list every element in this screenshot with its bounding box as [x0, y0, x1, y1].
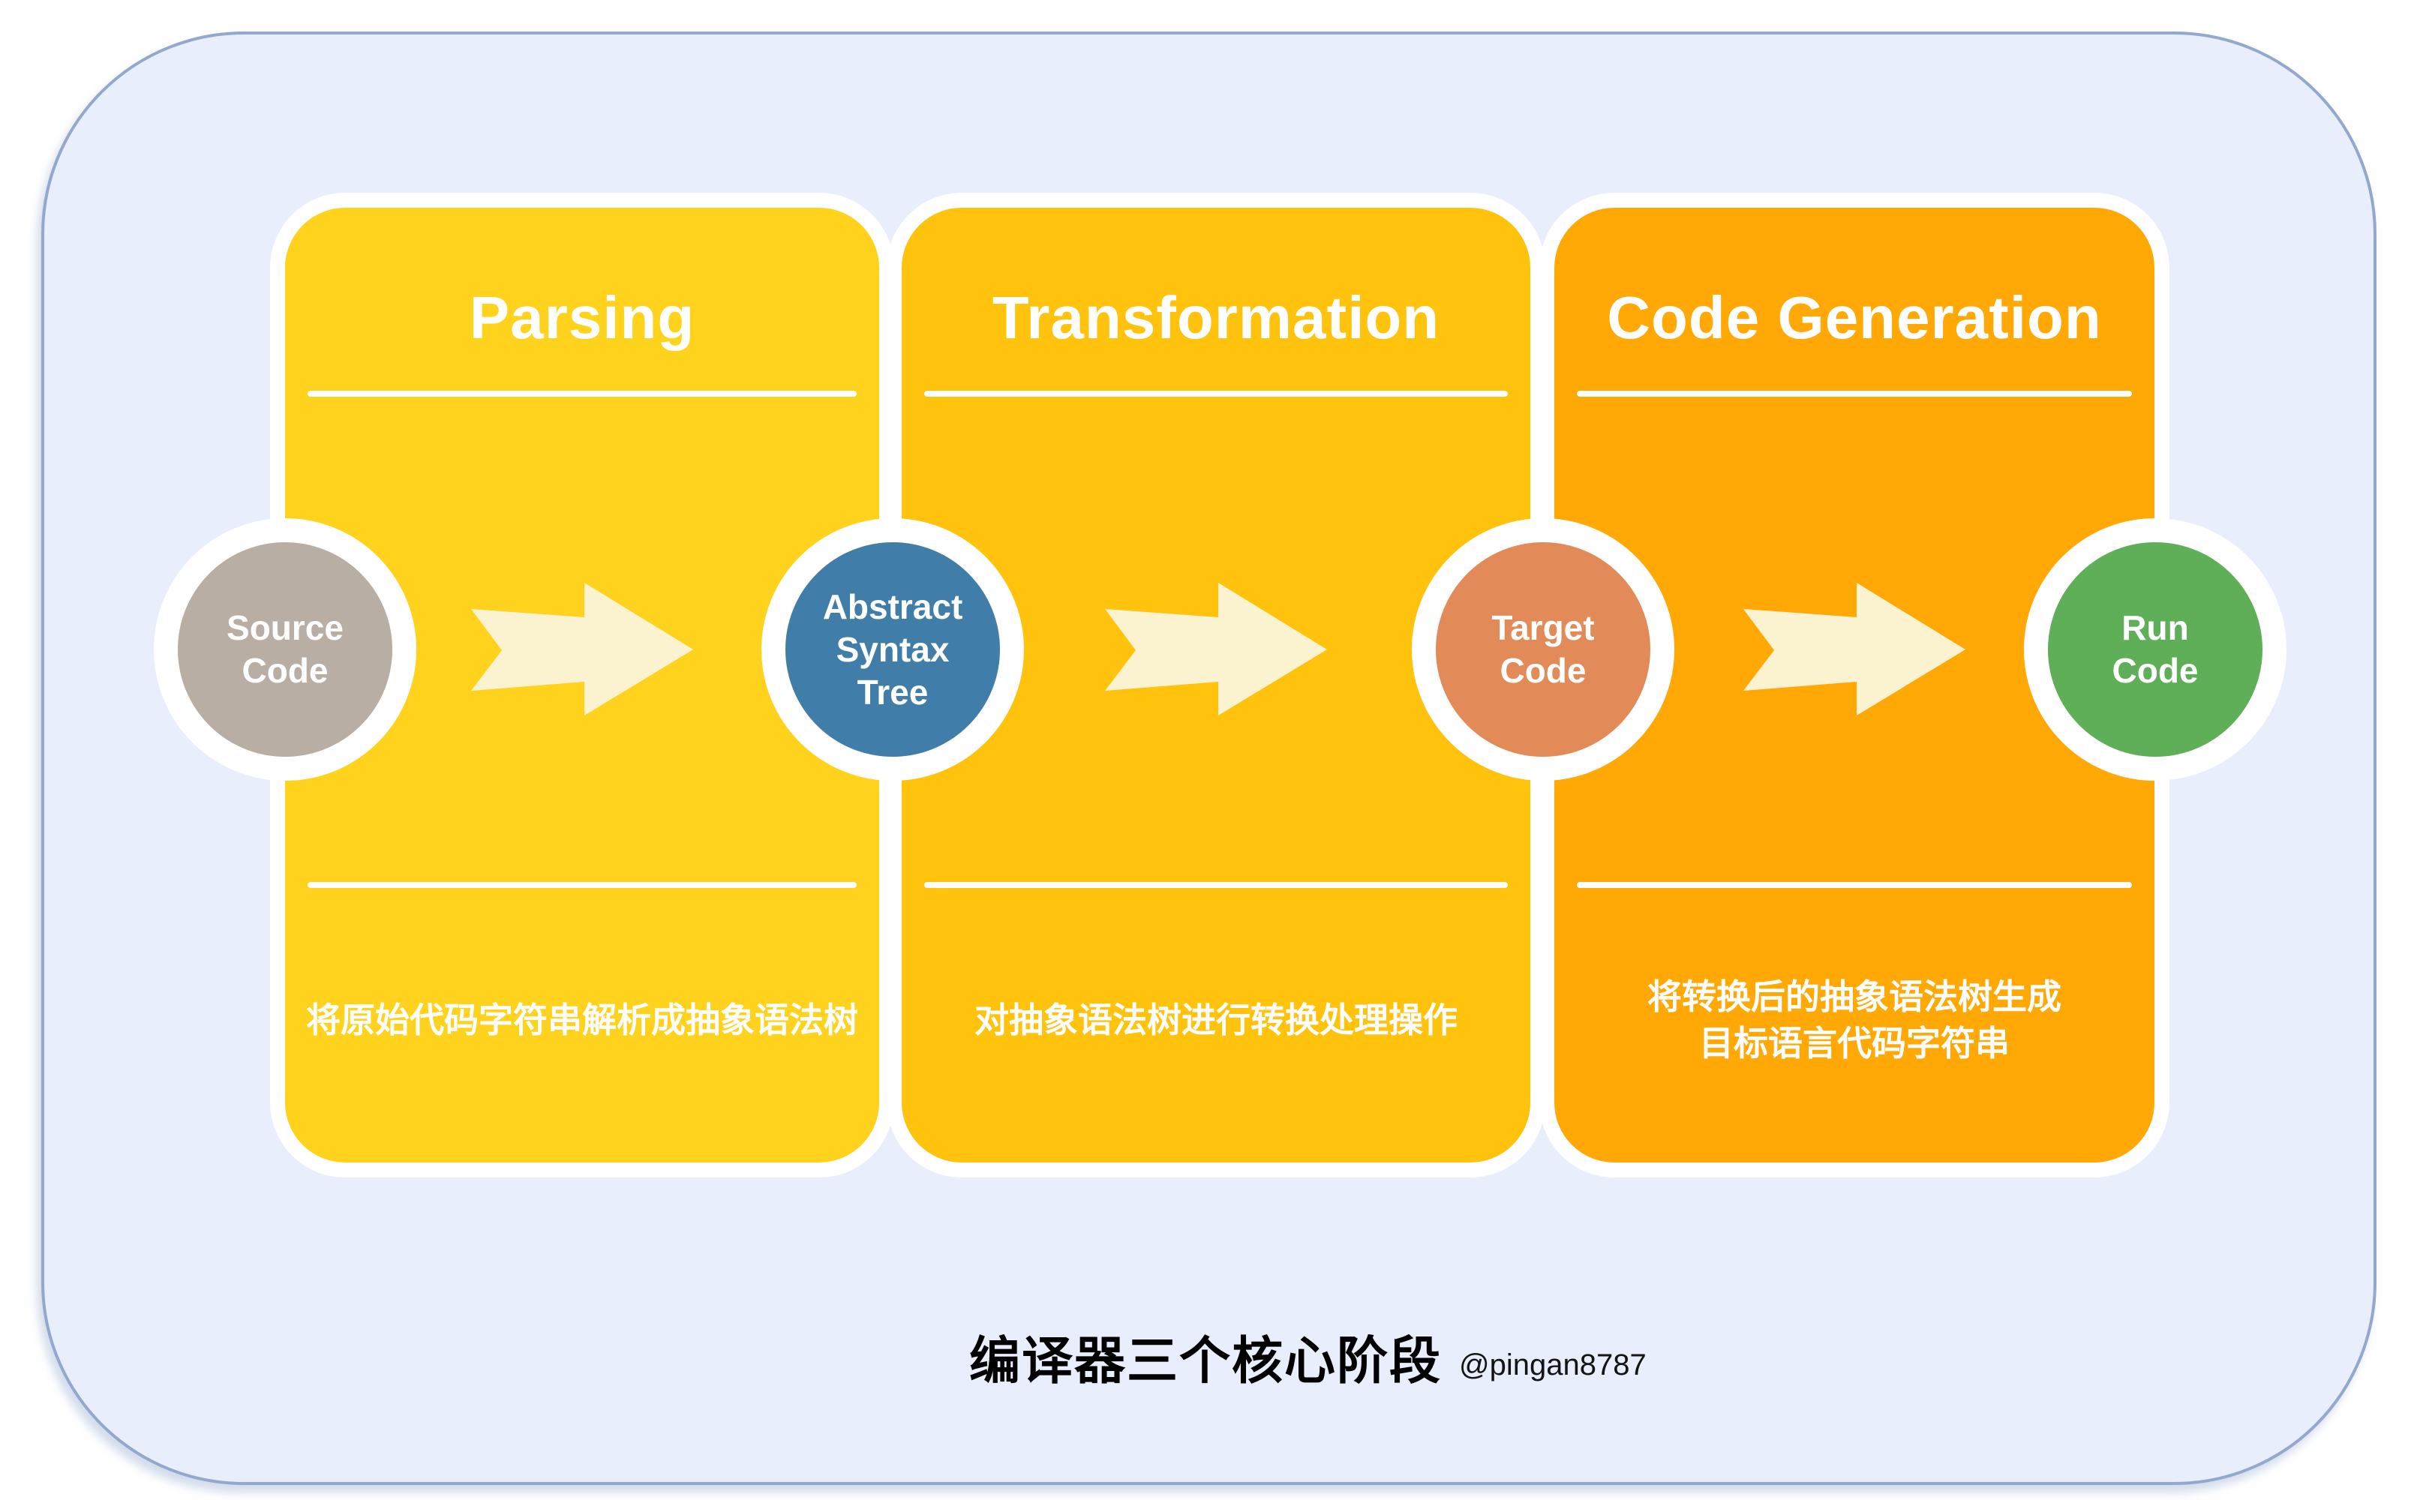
- divider-line: [308, 882, 857, 888]
- divider-line: [1577, 882, 2132, 888]
- divider-line: [308, 391, 857, 397]
- stage-title-transformation: Transformation: [992, 284, 1440, 351]
- flow-arrow-icon: [471, 583, 693, 716]
- stage-content-parsing: Parsing 将原始代码字符串解析成抽象语法树: [285, 208, 879, 1162]
- diagram-title: 编译器三个核心阶段: [968, 1333, 1442, 1390]
- flow-arrow-icon: [1105, 583, 1327, 716]
- flow-arrow-shape: [1105, 583, 1327, 716]
- divider-line: [1577, 391, 2132, 397]
- divider-line: [924, 882, 1508, 888]
- flow-arrow-icon: [1743, 583, 1965, 716]
- stage-title-code-generation: Code Generation: [1607, 284, 2102, 351]
- flow-arrow-shape: [471, 583, 693, 716]
- divider-line: [924, 391, 1508, 397]
- node-source-code: Source Code: [154, 518, 416, 781]
- author-handle: @pingan8787: [1459, 1348, 1647, 1382]
- stage-content-transformation: Transformation 对抽象语法树进行转换处理操作: [902, 208, 1530, 1162]
- stage-description-transformation: 对抽象语法树进行转换处理操作: [974, 1000, 1458, 1040]
- stage-title-parsing: Parsing: [469, 284, 695, 351]
- node-abstract-syntax-tree: Abstract Syntax Tree: [761, 518, 1024, 781]
- stage-description-parsing: 将原始代码字符串解析成抽象语法树: [306, 1000, 858, 1040]
- stage-description-code-generation: 将转换后的抽象语法树生成 目标语言代码字符串: [1647, 977, 2061, 1063]
- node-target-code: Target Code: [1412, 518, 1674, 781]
- stage-content-code-generation: Code Generation 将转换后的抽象语法树生成 目标语言代码字符串: [1554, 208, 2154, 1162]
- flow-arrow-shape: [1743, 583, 1965, 716]
- node-run-code: Run Code: [2024, 518, 2286, 781]
